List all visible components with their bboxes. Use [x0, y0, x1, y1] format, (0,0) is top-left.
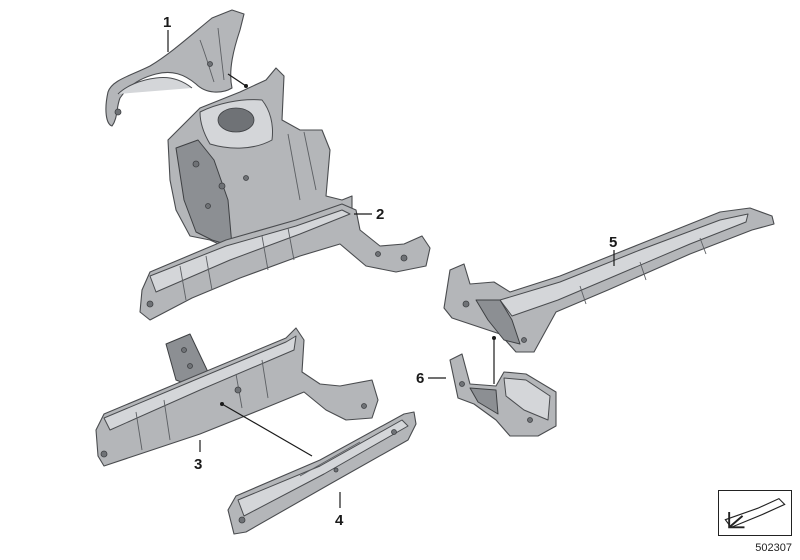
part-5-rocker-extension[interactable]	[443, 207, 775, 353]
callout-4[interactable]: 4	[335, 512, 344, 529]
diagram-id: 502307	[755, 542, 792, 554]
part-6-bracket[interactable]	[449, 353, 557, 437]
part-1-wheel-arch[interactable]	[105, 9, 245, 127]
part-4-sill-reinforcement[interactable]	[227, 411, 417, 535]
callout-1[interactable]: 1	[163, 14, 171, 31]
callout-6[interactable]: 6	[416, 370, 424, 387]
parts-reference-arrow-icon	[724, 497, 786, 529]
callout-5[interactable]: 5	[609, 234, 617, 251]
callout-2[interactable]: 2	[376, 206, 384, 223]
parts-reference-box[interactable]	[718, 490, 792, 536]
part-3-side-member[interactable]	[95, 327, 379, 467]
leader-lines	[167, 30, 615, 508]
callout-3[interactable]: 3	[194, 456, 202, 473]
part-2-front-structure[interactable]	[139, 67, 431, 321]
